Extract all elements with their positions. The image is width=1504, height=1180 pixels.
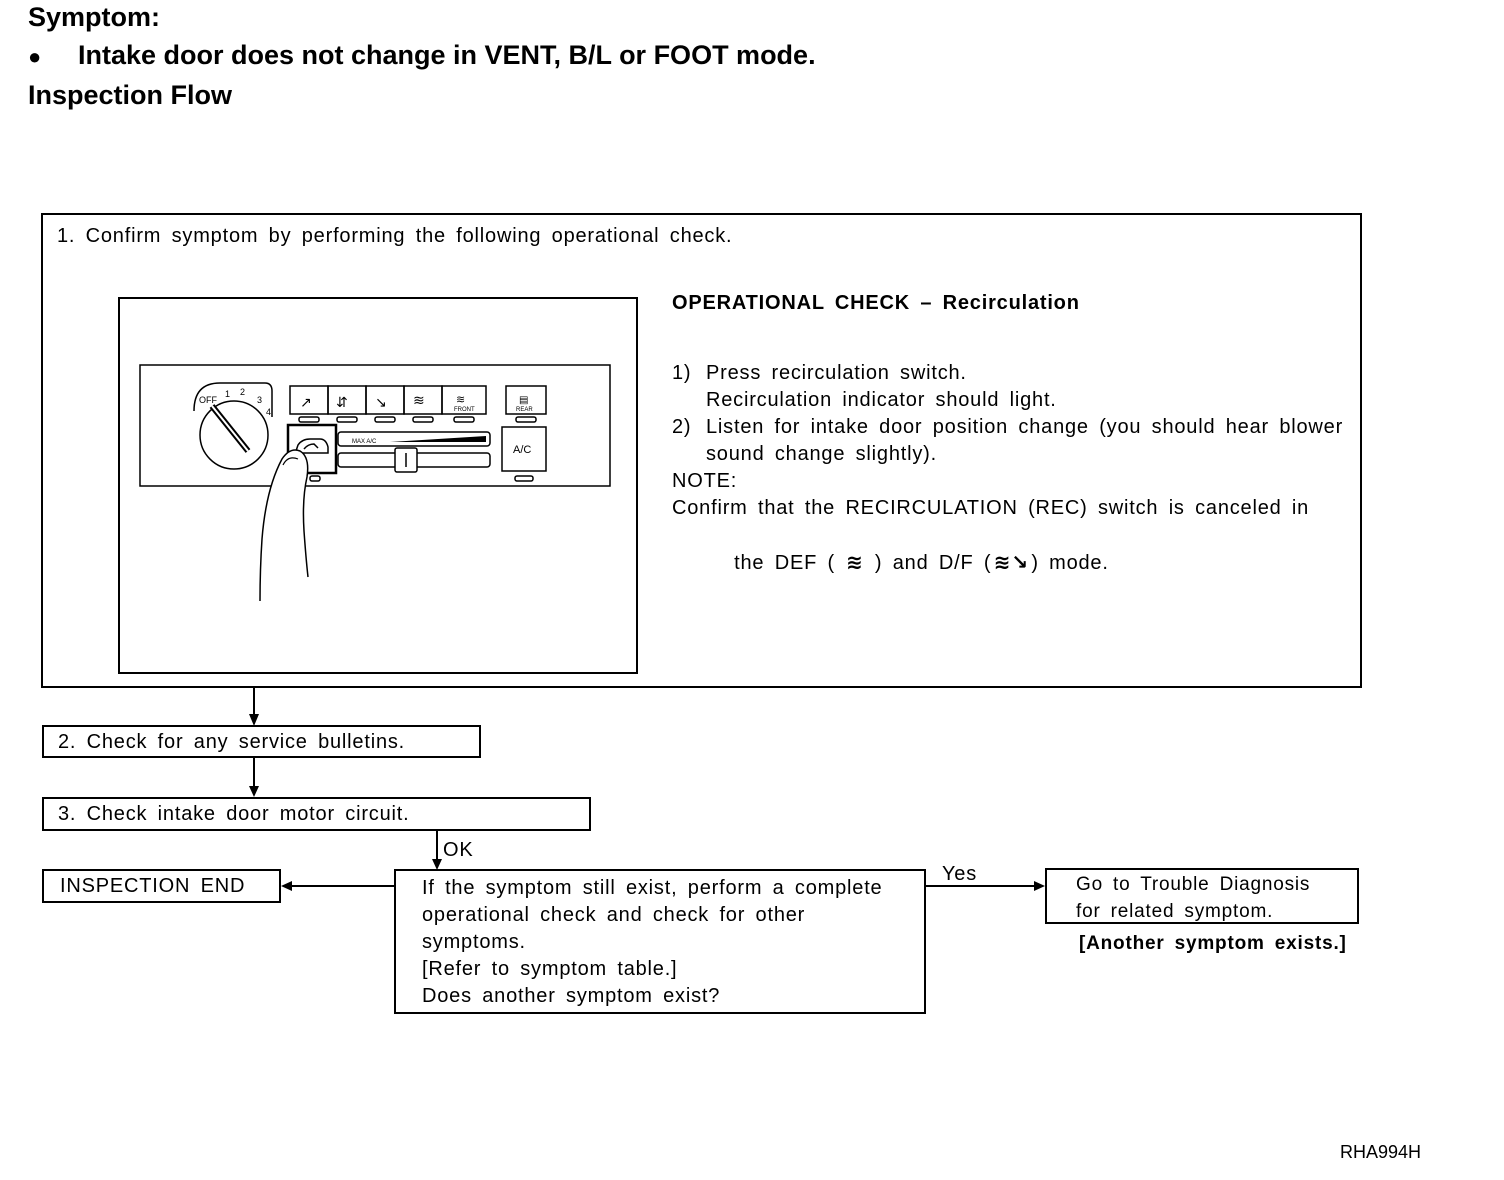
arrow-to-decision	[432, 859, 442, 870]
figure-code: RHA994H	[1340, 1142, 1422, 1162]
goto-line2: for related symptom.	[1076, 901, 1274, 922]
step3-title: 3. Check intake door motor circuit.	[58, 803, 410, 825]
note-line1: Confirm that the RECIRCULATION (REC) swi…	[672, 497, 1310, 519]
defrost-foot-icon: ≋	[413, 393, 425, 409]
note-line2-b: ) and D/F (	[874, 552, 992, 574]
foot-mode-icon: ↘	[375, 395, 387, 411]
inspection-end-label: INSPECTION END	[60, 875, 246, 897]
step2-box: 2. Check for any service bulletins.	[42, 725, 481, 758]
dial-label-1: 1	[225, 389, 230, 399]
dial-label-off: OFF	[199, 395, 217, 405]
symptom-bullet: ●	[28, 44, 42, 69]
check-item-1: 1) Press recirculation switch. Recirculat…	[672, 360, 1343, 604]
inspection-flow-title: Inspection Flow	[28, 80, 233, 110]
ok-label: OK	[443, 839, 474, 861]
step1-box: 1. Confirm symptom by performing the fol…	[41, 213, 1362, 688]
decision-box: If the symptom still exist, perform a co…	[394, 869, 926, 1014]
symptom-text: Intake door does not change in VENT, B/L…	[78, 40, 816, 70]
yes-label: Yes	[942, 863, 978, 885]
max-ac-label: MAX A/C	[352, 439, 377, 445]
step2-title: 2. Check for any service bulletins.	[58, 731, 406, 753]
operational-check-title: OPERATIONAL CHECK – Recirculation	[672, 292, 1080, 314]
dial-label-3: 3	[257, 395, 262, 405]
symptom-label: Symptom:	[28, 2, 161, 32]
dial-label-2: 2	[240, 387, 245, 397]
dial-label-4: 4	[266, 407, 271, 417]
check-item-1-line1: Press recirculation switch.	[706, 362, 967, 384]
control-panel-drawing: OFF 1 2 3 4 MAX A/C A/C REAR FRONT ↗ ⇵ ↘…	[139, 364, 611, 602]
arrow-to-step2	[249, 714, 259, 726]
note-line2-a: the DEF (	[734, 552, 835, 574]
rear-defrost-icon: ▤	[519, 395, 528, 406]
step1-title: 1. Confirm symptom by performing the fol…	[57, 225, 733, 247]
temperature-track-upper	[337, 431, 491, 447]
panel-face	[139, 364, 611, 487]
decision-line3: symptoms.	[422, 931, 526, 953]
df-mode-icon: ≋↘	[993, 550, 1029, 574]
bilevel-mode-icon: ⇵	[336, 395, 348, 411]
vent-mode-icon: ↗	[300, 395, 312, 411]
note-line2: the DEF ( ≋ ) and D/F (≋↘) mode.	[672, 522, 1343, 604]
arrow-to-end	[281, 881, 292, 891]
rear-label: REAR	[516, 407, 533, 413]
check-item-2-num: 2)	[672, 416, 692, 438]
inspection-end-box: INSPECTION END	[42, 869, 281, 903]
decision-line2: operational check and check for other	[422, 904, 806, 926]
control-panel-illustration: OFF 1 2 3 4 MAX A/C A/C REAR FRONT ↗ ⇵ ↘…	[118, 297, 638, 674]
arrow-to-step3	[249, 786, 259, 797]
check-item-1-num: 1)	[672, 362, 692, 384]
check-item-2-line1: Listen for intake door position change (…	[706, 416, 1344, 438]
step3-box: 3. Check intake door motor circuit.	[42, 797, 591, 831]
def-mode-icon: ≋	[846, 550, 864, 574]
decision-line5: Does another symptom exist?	[422, 985, 721, 1007]
note-label: NOTE:	[672, 470, 738, 492]
temperature-gradient	[390, 436, 486, 442]
decision-line4: [Refer to symptom table.]	[422, 958, 678, 980]
rear-defrost-button	[505, 385, 547, 415]
arrow-to-goto	[1034, 881, 1045, 891]
decision-line1: If the symptom still exist, perform a co…	[422, 877, 883, 899]
fan-dial	[199, 400, 269, 470]
note-line2-c: ) mode.	[1031, 552, 1109, 574]
recirculation-button	[286, 423, 338, 475]
mode-button-def	[441, 385, 487, 415]
check-item-2-line2: sound change slightly).	[706, 443, 937, 465]
another-symptom-label: [Another symptom exists.]	[1079, 933, 1347, 954]
finger-illustration	[259, 449, 309, 602]
front-label: FRONT	[454, 407, 475, 413]
ac-button	[501, 426, 547, 472]
check-item-1-line2: Recirculation indicator should light.	[706, 389, 1057, 411]
ac-label: A/C	[513, 444, 531, 456]
dial-housing	[193, 382, 273, 417]
goto-line1: Go to Trouble Diagnosis	[1076, 874, 1311, 895]
recirc-car-icon	[295, 438, 329, 454]
defrost-icon: ≋	[456, 393, 465, 406]
goto-box: Go to Trouble Diagnosis for related symp…	[1045, 868, 1359, 924]
